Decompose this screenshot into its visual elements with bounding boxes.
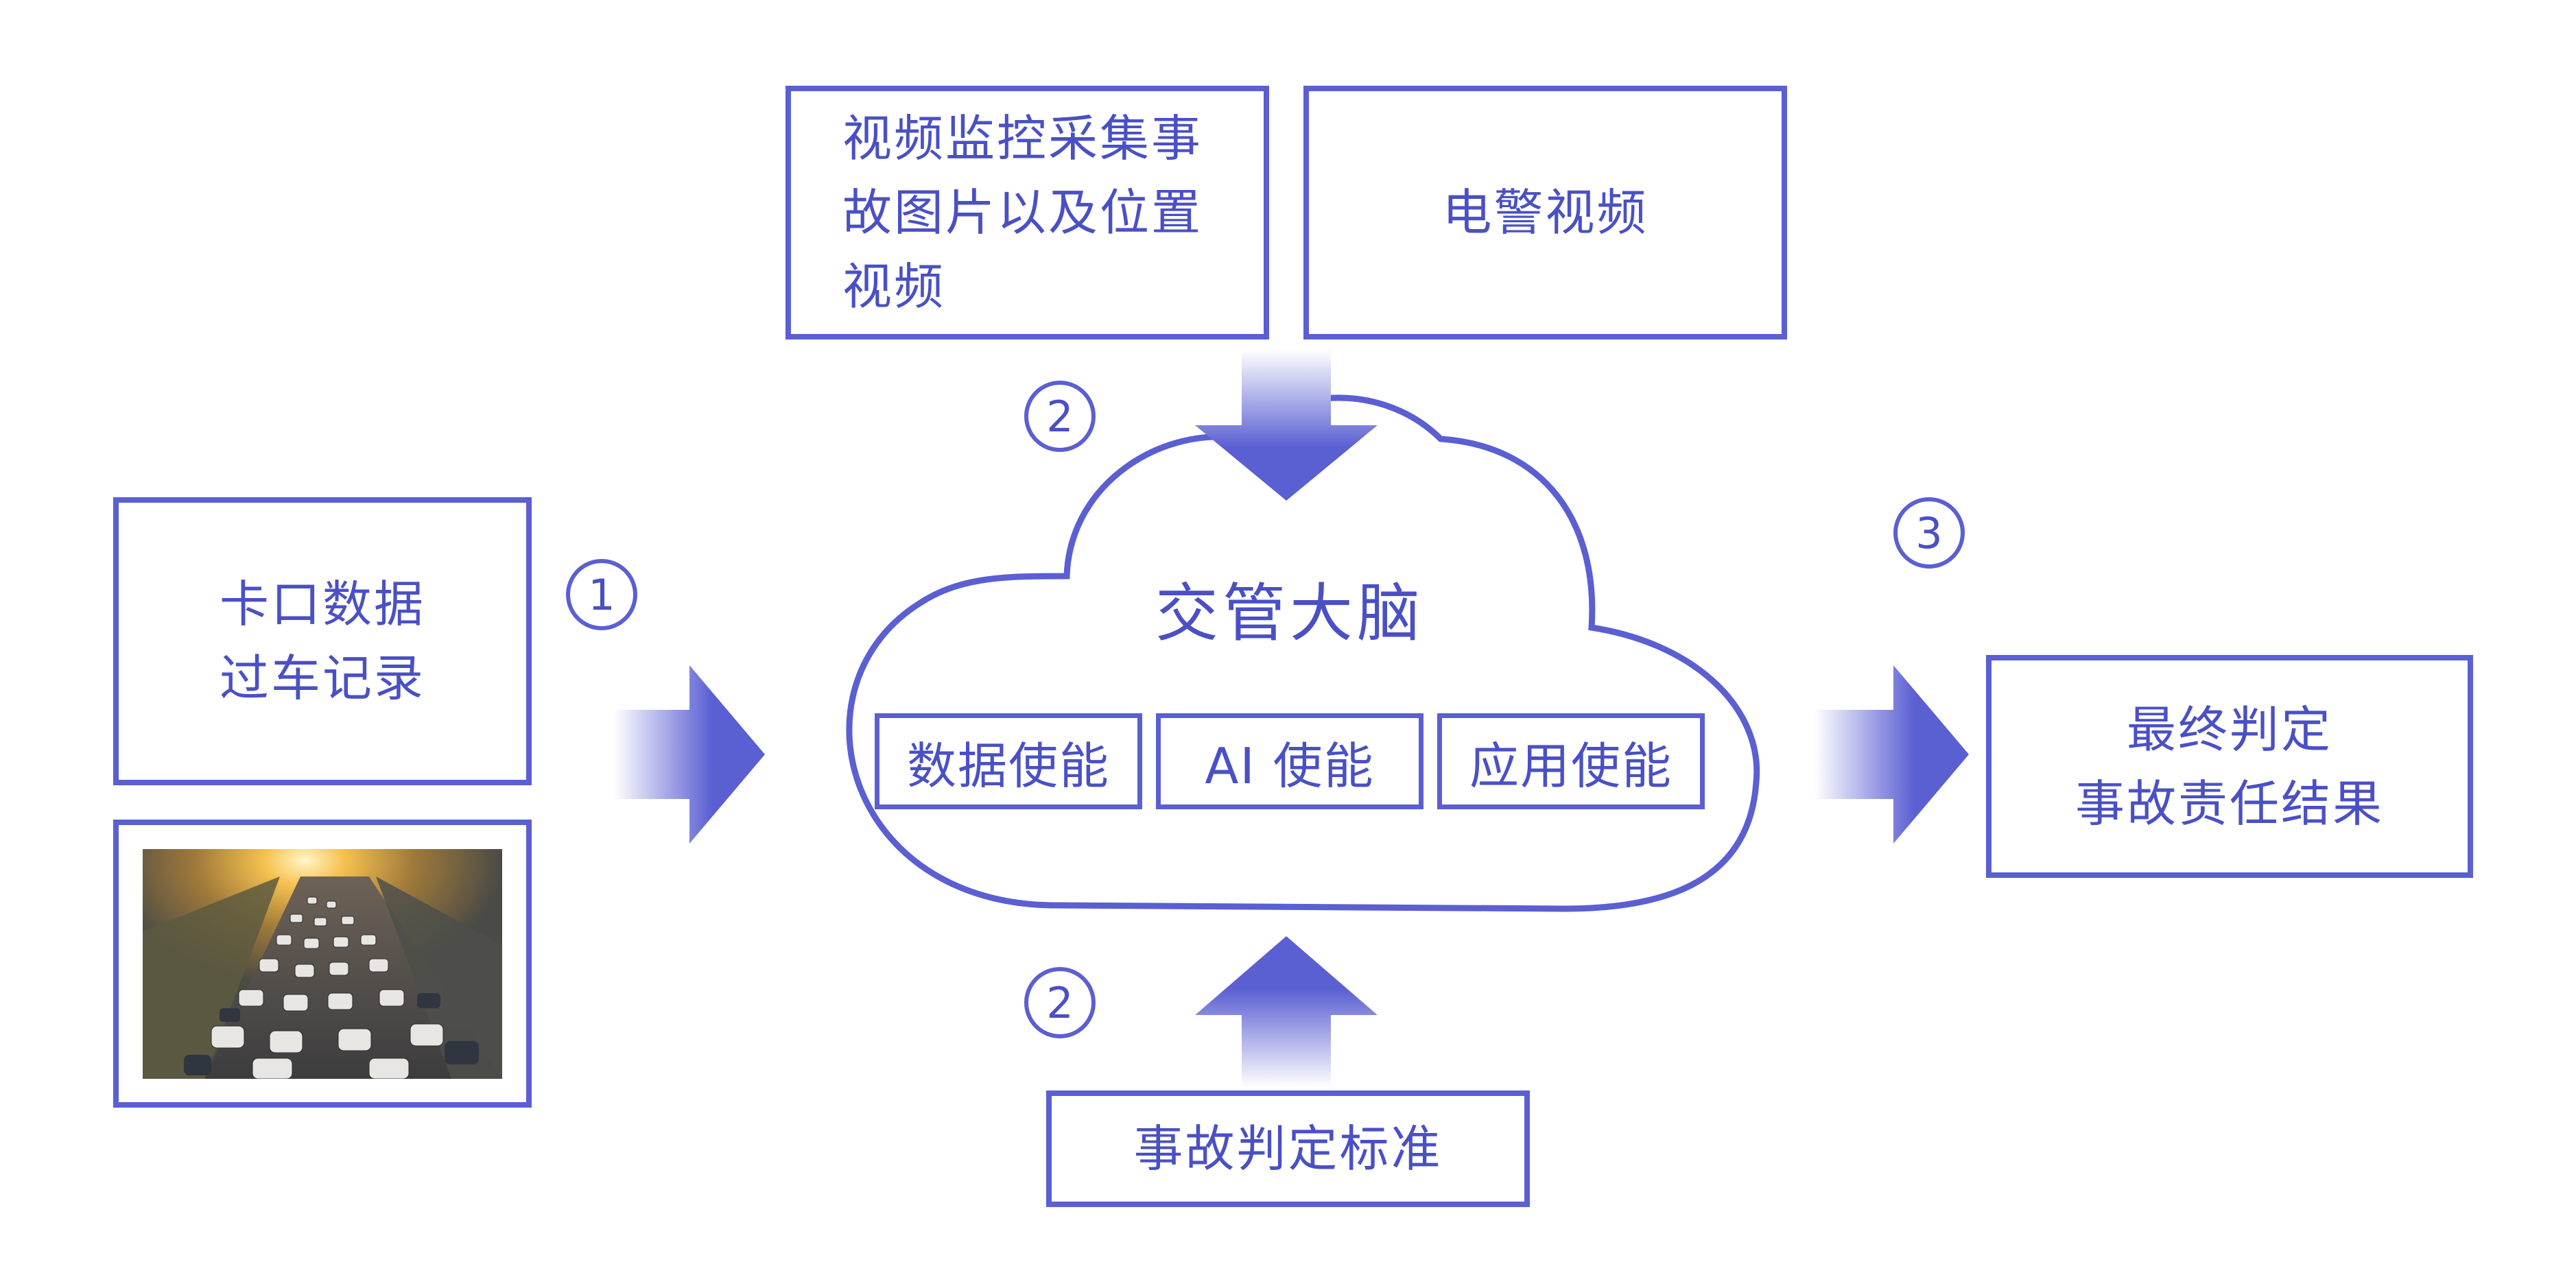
arrow-right-out-icon (1815, 665, 1969, 844)
step-2-top-number: 2 (1046, 391, 1074, 442)
result-box: 最终判定 事故责任结果 (1986, 655, 2473, 878)
module-ai-enable: AI 使能 (1156, 713, 1423, 809)
module-app-enable-label: 应用使能 (1469, 737, 1673, 795)
e-police-video-box: 电警视频 (1303, 86, 1787, 339)
step-2-bottom-marker: 2 (1024, 967, 1096, 1038)
cloud-title: 交管大脑 (1155, 577, 1424, 650)
module-ai-enable-label: AI 使能 (1205, 737, 1375, 795)
accident-standard-box: 事故判定标准 (1046, 1090, 1530, 1207)
surveillance-video-box: 视频监控采集事 故图片以及位置 视频 (785, 86, 1269, 339)
surveillance-line-1: 视频监控采集事 (842, 110, 1203, 167)
traffic-photo-box (113, 820, 532, 1108)
e-police-label: 电警视频 (1442, 184, 1649, 241)
arrow-left-in-icon (614, 665, 765, 844)
step-2-top-marker: 2 (1024, 381, 1096, 452)
surveillance-line-3: 视频 (842, 258, 946, 315)
step-2-bottom-number: 2 (1046, 977, 1074, 1028)
accident-standard-label: 事故判定标准 (1133, 1120, 1443, 1178)
traffic-photo-image (143, 849, 502, 1079)
module-data-enable: 数据使能 (875, 713, 1142, 809)
checkpoint-line-2: 过车记录 (219, 649, 425, 707)
module-app-enable: 应用使能 (1437, 713, 1705, 809)
step-3-marker: 3 (1893, 497, 1965, 569)
result-line-2: 事故责任结果 (2075, 774, 2384, 833)
step-1-number: 1 (588, 569, 615, 620)
surveillance-line-2: 故图片以及位置 (842, 184, 1203, 241)
step-3-number: 3 (1915, 508, 1943, 558)
module-data-enable-label: 数据使能 (906, 737, 1110, 795)
step-1-marker: 1 (566, 559, 637, 630)
arrow-top-in-icon (1195, 350, 1378, 501)
checkpoint-line-1: 卡口数据 (219, 575, 425, 633)
arrow-bottom-in-icon (1195, 936, 1378, 1087)
checkpoint-data-box: 卡口数据 过车记录 (113, 497, 532, 785)
result-line-1: 最终判定 (2126, 700, 2332, 759)
